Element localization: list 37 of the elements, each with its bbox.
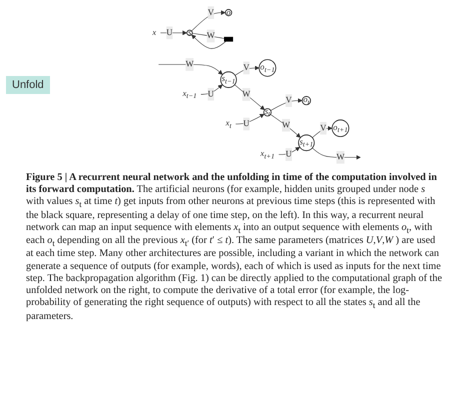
node-box (224, 36, 233, 42)
arrow (234, 66, 260, 76)
arrow (158, 64, 223, 75)
edge-label: W (206, 31, 215, 40)
edge-label: V (285, 96, 292, 105)
arrow (270, 114, 300, 138)
arrow (191, 10, 226, 32)
arrow (270, 98, 302, 111)
node-text: x$_{t}$ (225, 118, 232, 130)
node-circle: s$_{t+1}$ (298, 134, 314, 152)
node-circle: o (224, 9, 232, 16)
node-text: x (152, 28, 156, 38)
arrow (234, 84, 265, 110)
edge-label: W (336, 152, 344, 162)
node-text: x$_{t−1}$ (182, 88, 196, 100)
edge-label: V (208, 8, 214, 17)
edge-label: U (166, 28, 172, 38)
edge-label: U (285, 150, 292, 159)
node-circle: s$_{t−1}$ (220, 71, 237, 88)
edge-label: V (243, 63, 250, 72)
edge-label: W (242, 90, 250, 99)
arrow (200, 84, 222, 95)
arrow (235, 114, 264, 124)
node-circle: s (186, 30, 193, 36)
node-circle: o$_{t+1}$ (332, 120, 349, 138)
edge-label: V (320, 123, 326, 133)
edge-label: W (185, 60, 194, 69)
node-text: x$_{t+1}$ (260, 149, 274, 160)
arrow (312, 126, 332, 138)
edge-label: W (282, 120, 290, 130)
node-circle: o$_{t−1}$ (258, 59, 276, 77)
unfold-arrow-label: Unfold (6, 76, 50, 94)
node-circle: o$_{t}$ (302, 96, 311, 106)
arrow (191, 34, 226, 49)
figure-caption: Figure 5 | A recurrent neural network and the unfolding in time of the computation involved in its forward computation. The artificial neurons (for example, hidden units grouped under node s with values s$_{t}$ at time t) get inputs from other neurons at previous time steps (this is represented with the black square, representing a delay of one time step, on the left). In this way, a recurrent neural network can map an input sequence with elements x$_{t}$ into an output sequence with elements o$_{t}$, with each o$_{t}$ depending on all the previous x$_{t′}$ (for t′ ≤ t). The same parameters (matrices U,V,W ) are used at each time step. Many other architectures are possible, including a variant in which the network can generate a sequence of outputs (for example, words), each of which is used as inputs for the next time step. The backpropagation algorithm (Fig. 1) can be directly applied to the computational graph of the unfolded network on the right, to compute the derivative of a total error (for example, the log-probability of generating the right sequence of outputs) with respect to all the states s$_{t}$ and all the parameters. (25, 171, 443, 323)
edge-label: U (243, 119, 250, 128)
edge-label: U (208, 90, 214, 99)
